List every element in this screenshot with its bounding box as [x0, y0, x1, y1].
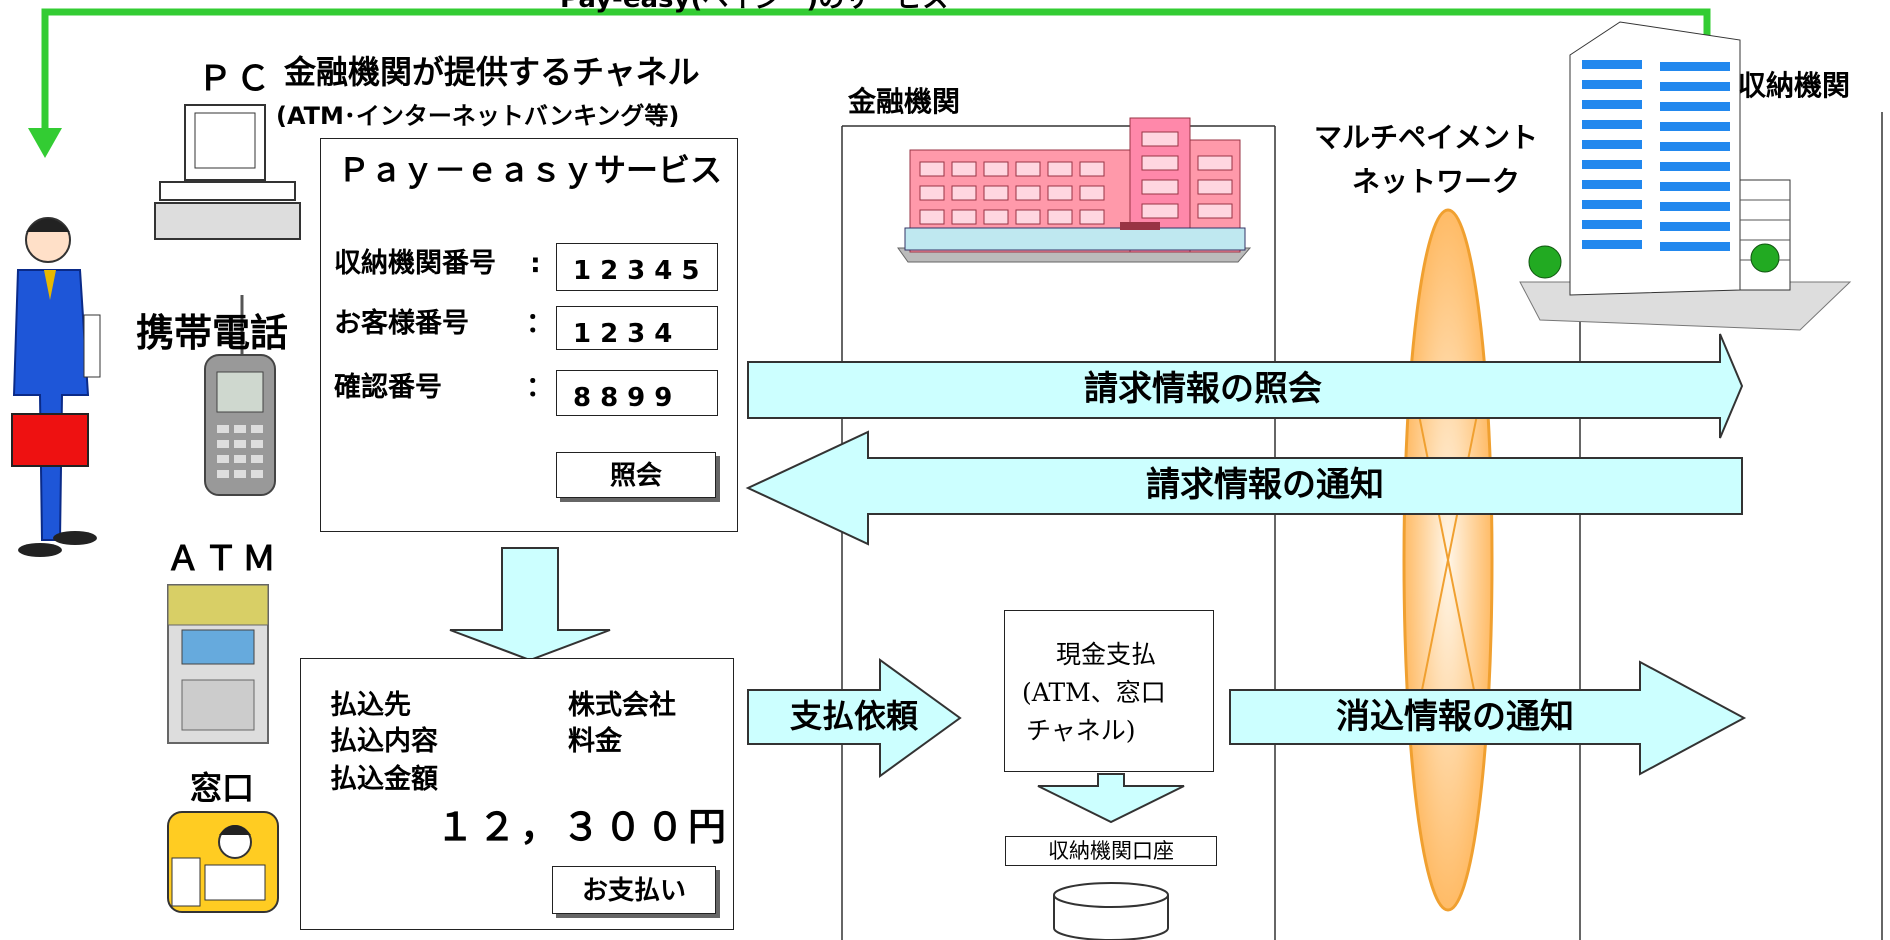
- collector-account-label: 収納機関口座: [1005, 836, 1217, 866]
- atm-label: ＡＴＭ: [166, 539, 280, 579]
- payment-request-label: 支払依頼: [790, 697, 919, 735]
- banner-title: Pay-easy(ペイジー)のサービス: [560, 0, 948, 12]
- arrow-payment-request: [747, 658, 962, 778]
- arrow-inquiry: [747, 333, 1744, 439]
- cash-payment-box: [1004, 610, 1214, 772]
- counter-clerk-icon: [167, 811, 279, 913]
- collector-label: 収納機関: [1738, 69, 1851, 102]
- content-label: 払込内容: [330, 726, 438, 757]
- inquire-button[interactable]: 照会: [556, 452, 716, 498]
- customer-icon: [11, 217, 101, 557]
- row-separator: ：: [526, 372, 553, 403]
- channels-subheading: (ATM･インターネットバンキング等): [276, 102, 680, 130]
- network-label: マルチペイメント: [1314, 121, 1539, 154]
- arrow-clearing: [1229, 660, 1747, 776]
- bank-label: 金融機関: [848, 85, 961, 118]
- row-separator: :: [530, 248, 541, 279]
- mobile-label: 携帯電話: [136, 311, 289, 355]
- network-ellipse: [1402, 208, 1494, 912]
- network-label: ネットワーク: [1352, 165, 1521, 198]
- counter-label: 窓口: [190, 769, 255, 807]
- content-value: 料金: [568, 726, 622, 757]
- amount-label: 払込金額: [330, 764, 438, 795]
- office-tower-icon: [1519, 21, 1852, 331]
- row-label: 確認番号: [334, 372, 442, 403]
- notification-flow-label: 請求情報の通知: [1146, 465, 1384, 505]
- database-icon: [1053, 882, 1169, 940]
- clearing-flow-label: 消込情報の通知: [1336, 697, 1574, 737]
- pay-button[interactable]: お支払い: [552, 866, 716, 914]
- cash-payment-line: 現金支払: [1056, 640, 1157, 669]
- arrow-down-account: [1037, 773, 1185, 824]
- channels-heading: 金融機関が提供するチャネル: [284, 53, 700, 91]
- collector-number-field[interactable]: 12345: [556, 243, 718, 291]
- bank-building-icon: [897, 117, 1252, 263]
- arrow-notification: [745, 430, 1743, 546]
- cash-payment-line: チャネル): [1026, 716, 1136, 745]
- inquiry-flow-label: 請求情報の照会: [1084, 369, 1322, 409]
- payeasy-title: Ｐａｙ－ｅａｓｙサービス: [338, 151, 723, 189]
- payee-value: 株式会社: [568, 690, 676, 721]
- payee-label: 払込先: [330, 690, 411, 721]
- mobile-phone-icon: [204, 295, 276, 496]
- row-label: お客様番号: [334, 308, 469, 339]
- pc-label: ＰＣ: [198, 59, 274, 99]
- customer-number-field[interactable]: 1234: [556, 306, 718, 350]
- row-label: 収納機関番号: [334, 248, 496, 279]
- pc-icon: [154, 104, 301, 240]
- cash-payment-line: (ATM、窓口: [1022, 678, 1166, 707]
- confirmation-number-field[interactable]: 8899: [556, 370, 718, 416]
- amount-value: １２，３００円: [436, 805, 731, 849]
- row-separator: ：: [526, 308, 553, 339]
- atm-icon: [167, 584, 269, 744]
- arrow-down-payeasy: [449, 547, 611, 662]
